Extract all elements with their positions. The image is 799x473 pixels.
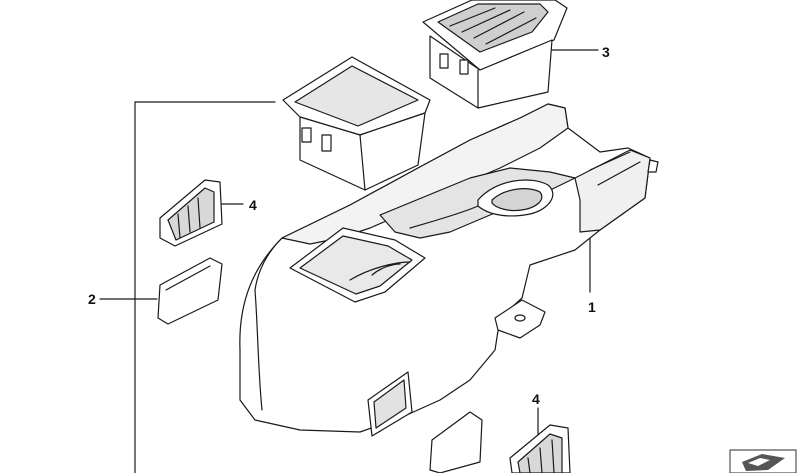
callout-1: 1	[588, 299, 596, 315]
tray-insert	[282, 56, 431, 191]
callout-4-upper: 4	[249, 197, 257, 213]
vent-grille-lower	[429, 411, 571, 473]
callout-2-bracket	[99, 101, 276, 473]
callout-2: 2	[88, 291, 96, 307]
blank-cover	[157, 257, 223, 325]
callout-4-lower: 4	[532, 391, 540, 407]
part-group-arrow-icon[interactable]	[729, 449, 797, 473]
rear-vent	[422, 0, 568, 109]
callout-3: 3	[602, 44, 610, 60]
center-console	[239, 103, 659, 437]
vent-grille-upper	[159, 179, 223, 247]
